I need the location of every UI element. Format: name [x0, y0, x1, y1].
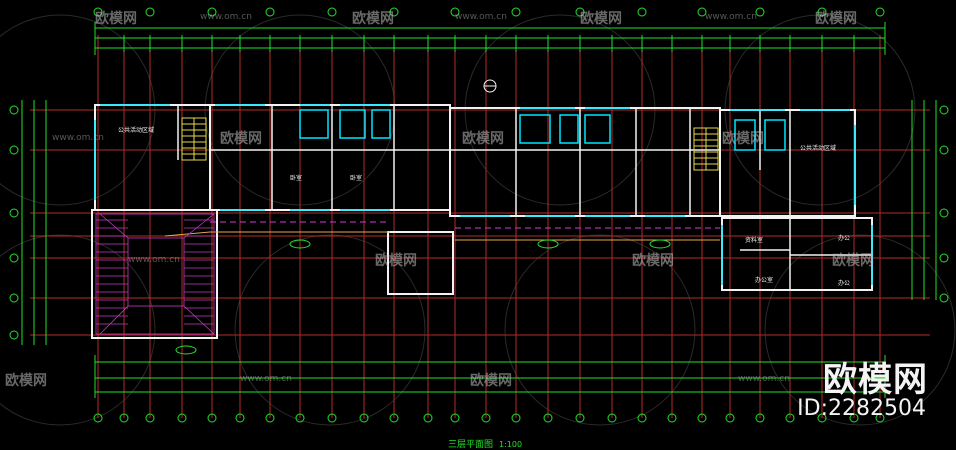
windows-fixtures	[94, 104, 873, 285]
watermark-brand: 欧模网	[632, 253, 674, 269]
axis-bubbles-sides	[9, 105, 949, 340]
room-labels: 公共活动区域 卧室 卧室 公共活动区域 办公 办公 资料室 办公室	[118, 126, 850, 287]
dimension-lines-right	[911, 100, 937, 300]
planters	[175, 239, 671, 355]
dimension-lines-left	[21, 100, 47, 345]
watermark-id: ID:2282504	[797, 396, 926, 421]
watermark-brand: 欧模网	[832, 253, 874, 269]
drawing-scale: 1:100	[499, 440, 523, 449]
watermark-brand: 欧模网	[95, 11, 137, 27]
interior-partitions	[177, 105, 872, 290]
corridor	[164, 231, 720, 241]
roof-hatching	[95, 213, 215, 335]
section-marker	[483, 79, 497, 93]
stairs-right	[693, 127, 719, 171]
axis-bubbles-top	[93, 7, 885, 17]
room-label: 办公	[838, 279, 850, 287]
dimension-lines-top	[94, 22, 886, 55]
watermark-logo: 欧模网	[823, 360, 928, 400]
watermark-url: www.om.cn	[705, 12, 757, 22]
axis-bubbles-bottom	[93, 413, 885, 423]
watermark-brand: 欧模网	[375, 253, 417, 269]
room-label: 公共活动区域	[800, 144, 836, 152]
watermark-brand: 欧模网	[815, 11, 857, 27]
stairs-left	[181, 117, 207, 161]
watermark-brand: 欧模网	[470, 373, 512, 389]
watermark-brand: 欧模网	[722, 131, 764, 147]
watermark-brand: 欧模网	[462, 131, 504, 147]
room-label: 卧室	[350, 174, 362, 182]
watermark-url: www.om.cn	[738, 374, 790, 384]
drawing-title-text: 三层平面图	[448, 440, 494, 450]
dimension-ticks-top	[123, 35, 855, 52]
axis-grid-vertical	[97, 35, 881, 418]
corridor-centerline	[210, 221, 720, 229]
room-label: 公共活动区域	[118, 126, 154, 134]
watermark-url: www.om.cn	[455, 12, 507, 22]
watermark-brand: 欧模网	[220, 131, 262, 147]
room-label: 卧室	[290, 174, 302, 182]
watermark-brand: 欧模网	[352, 11, 394, 27]
room-label: 资料室	[745, 236, 763, 244]
watermark-url: www.om.cn	[128, 255, 180, 265]
watermark-brand: 欧模网	[580, 11, 622, 27]
dimension-lines-bottom	[94, 355, 886, 398]
watermark-url: www.om.cn	[200, 12, 252, 22]
room-label: 办公	[838, 234, 850, 242]
room-label: 办公室	[755, 276, 773, 284]
drawing-title: 三层平面图 1:100	[448, 437, 522, 450]
watermark-brand: 欧模网	[5, 373, 47, 389]
watermark-url: www.om.cn	[240, 374, 292, 384]
watermark-url: www.om.cn	[52, 133, 104, 143]
